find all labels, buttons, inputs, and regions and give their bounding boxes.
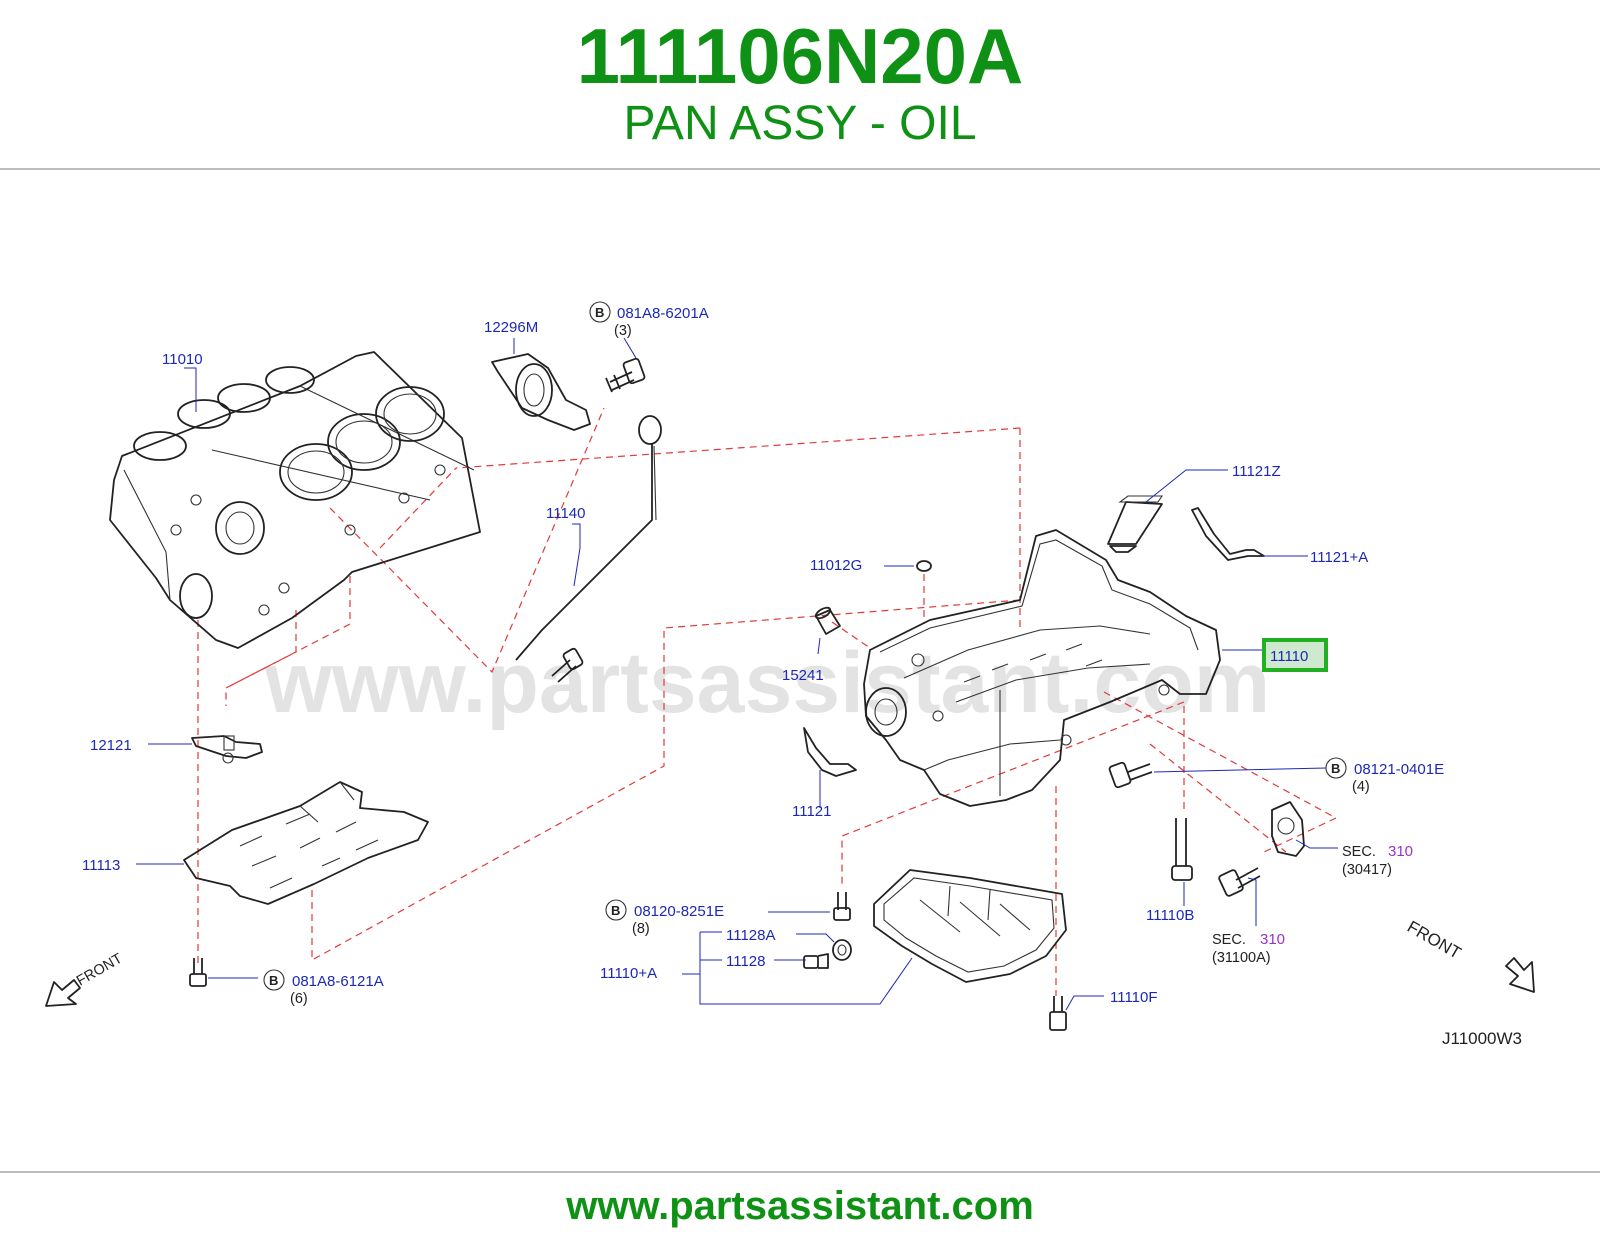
cylinder-block-11010 xyxy=(109,351,481,649)
seal-plate-sec-310-30417 xyxy=(1271,801,1305,857)
bolt-marker-b: B xyxy=(1331,761,1340,776)
label-sec-310-31100a[interactable]: 310 xyxy=(1260,931,1285,948)
sealant-tube-11121z xyxy=(1107,495,1164,553)
bolt-11110f xyxy=(1049,996,1067,1031)
diagram-code: J11000W3 xyxy=(1442,1029,1522,1048)
label-11110b[interactable]: 11110B xyxy=(1146,907,1194,924)
bolt-marker-circle xyxy=(263,969,285,991)
label-11110a[interactable]: 11110+A xyxy=(600,965,657,982)
dowel-15241 xyxy=(814,606,841,635)
label-08120-8251e[interactable]: 08120-8251E xyxy=(634,903,724,920)
label-11012g[interactable]: 11012G xyxy=(810,557,862,574)
bolt-marker-circle xyxy=(589,301,611,323)
front-arrow-left xyxy=(45,979,81,1007)
bolt-marker-b: B xyxy=(611,903,620,918)
rear-oil-seal-12296m xyxy=(491,353,591,431)
bolt-marker-b: B xyxy=(269,973,278,988)
bolt-081a8-6201a xyxy=(605,357,646,393)
bolt-081a8-6121a xyxy=(189,958,207,987)
label-11121a[interactable]: 11121+A xyxy=(1310,549,1368,566)
ref-31100a: (31100A) xyxy=(1212,950,1271,966)
drain-plug-11128 xyxy=(803,953,829,969)
upper-oil-pan-11110 xyxy=(863,529,1221,807)
bracket-12121 xyxy=(191,735,263,764)
label-11121[interactable]: 11121 xyxy=(792,803,832,820)
sec-label-31100a: SEC. xyxy=(1212,932,1246,948)
bolt-11110b xyxy=(1171,818,1193,881)
part-number-title: 111106N20A xyxy=(576,12,1024,100)
leader-lines xyxy=(136,337,1338,1011)
bolt-marker-circle xyxy=(605,899,627,921)
label-15241[interactable]: 15241 xyxy=(782,667,824,684)
label-11140[interactable]: 11140 xyxy=(546,505,586,522)
label-11110f[interactable]: 11110F xyxy=(1110,989,1158,1006)
lower-oil-pan-11110a xyxy=(873,869,1067,983)
bolt-sec-310-31100a xyxy=(1218,867,1261,897)
highlight-box-11110[interactable] xyxy=(1262,638,1328,672)
qty-6: (6) xyxy=(290,991,308,1007)
baffle-plate-11113 xyxy=(183,781,429,905)
footer-divider xyxy=(0,1171,1600,1173)
bracket-11121 xyxy=(803,727,857,777)
label-sec-310-30417[interactable]: 310 xyxy=(1388,843,1413,860)
label-11121z[interactable]: 11121Z xyxy=(1232,463,1281,480)
label-11010[interactable]: 11010 xyxy=(162,351,203,368)
label-11113[interactable]: 11113 xyxy=(82,857,120,874)
qty-8: (8) xyxy=(632,921,650,937)
label-081a8-6201a[interactable]: 081A8-6201A xyxy=(617,305,709,322)
bolt-marker-b: B xyxy=(595,305,604,320)
watermark: www.partsassistant.com xyxy=(264,635,1270,731)
part-description: PAN ASSY - OIL xyxy=(623,97,977,150)
oil-dipstick-11140 xyxy=(515,415,662,661)
bracket-11121a xyxy=(1191,507,1265,561)
bolt-08120-8251e xyxy=(833,892,851,921)
sec-label-30417: SEC. xyxy=(1342,844,1376,860)
qty-3: (3) xyxy=(614,323,632,339)
o-ring-11012g xyxy=(916,560,932,572)
header-divider xyxy=(0,168,1600,170)
label-12296m[interactable]: 12296M xyxy=(484,319,538,336)
label-12121[interactable]: 12121 xyxy=(90,737,132,754)
bolt-08121-0401e xyxy=(1108,761,1153,789)
front-label-right: FRONT xyxy=(1404,917,1464,963)
dipstick-bolt xyxy=(551,647,584,683)
footer-url[interactable]: www.partsassistant.com xyxy=(566,1184,1034,1228)
page-header: 111106N20A PAN ASSY - OIL xyxy=(0,0,1600,170)
label-11110[interactable]: 11110 xyxy=(1270,648,1308,665)
qty-4: (4) xyxy=(1352,779,1370,795)
ref-30417: (30417) xyxy=(1342,862,1392,878)
front-label-left: FRONT xyxy=(74,951,125,990)
label-11128a[interactable]: 11128A xyxy=(726,927,776,944)
front-arrow-right xyxy=(1505,957,1535,993)
label-08121-0401e[interactable]: 08121-0401E xyxy=(1354,761,1444,778)
label-081a8-6121a[interactable]: 081A8-6121A xyxy=(292,973,384,990)
label-11128[interactable]: 11128 xyxy=(726,953,766,970)
bolt-marker-circle xyxy=(1325,757,1347,779)
drain-washer-11128a xyxy=(832,939,852,961)
